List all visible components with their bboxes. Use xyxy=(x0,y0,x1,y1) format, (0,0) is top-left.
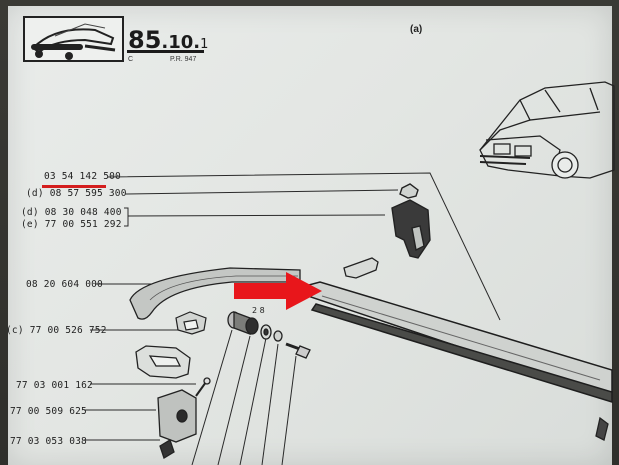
leader-line xyxy=(261,343,279,465)
part-ref: (d) xyxy=(26,188,44,199)
part-ref: (e) xyxy=(21,219,39,230)
leader-bracket xyxy=(124,207,129,227)
lower-bracket xyxy=(157,377,609,459)
part-number: (d) 08 30 048 400 xyxy=(21,207,122,218)
part-number: 77 03 001 162 xyxy=(16,380,93,391)
part-number: (c) 77 00 526 752 xyxy=(6,325,107,336)
overrider-clip xyxy=(391,183,431,259)
pr-code: P.R. 947 xyxy=(170,56,197,63)
catalog-page xyxy=(8,6,612,465)
page-number-rule xyxy=(127,50,204,53)
part-number-text: 77 03 053 038 xyxy=(10,436,87,447)
leader-line xyxy=(191,329,233,465)
red-pointer-arrow xyxy=(234,272,322,310)
spacer-clip xyxy=(175,311,207,335)
part-number: 77 00 509 625 xyxy=(10,406,87,417)
dimension-label: 2 8 xyxy=(252,306,265,315)
part-number: (e) 77 00 551 292 xyxy=(21,219,122,230)
car-outline-drawing xyxy=(479,81,615,179)
page-sub: .10. xyxy=(161,32,201,53)
page-main: 85 xyxy=(128,26,162,54)
part-ref: (c) xyxy=(6,325,24,336)
part-number-text: 77 03 001 162 xyxy=(16,380,93,391)
figure-label: (a) xyxy=(410,24,423,35)
washer-stack xyxy=(227,311,311,359)
page-letter: C xyxy=(128,56,134,63)
page-number: 85.10.1 xyxy=(128,26,208,54)
part-number: (d) 08 57 595 300 xyxy=(26,188,127,199)
leader-line xyxy=(239,337,267,465)
leader-line xyxy=(217,335,251,465)
bumper-bar xyxy=(287,281,613,404)
part-number: 08 20 604 000 xyxy=(26,279,103,290)
bumper-strip xyxy=(129,267,301,320)
part-number-text: 03 54 142 500 xyxy=(44,171,121,182)
part-number-highlighted: 03 54 142 500 xyxy=(44,171,121,182)
part-number-text: 08 57 595 300 xyxy=(49,188,127,199)
leader-line xyxy=(124,189,399,195)
highlight-underline xyxy=(42,185,106,188)
leader-line xyxy=(281,355,297,465)
leader-line xyxy=(107,172,501,321)
part-number-text: 77 00 526 752 xyxy=(29,325,107,336)
part-ref: (d) xyxy=(21,207,39,218)
mounting-bracket xyxy=(343,257,379,279)
part-number-text: 77 00 551 292 xyxy=(44,219,122,230)
leader-line xyxy=(127,214,386,217)
part-number-text: 08 30 048 400 xyxy=(44,207,122,218)
part-number-text: 08 20 604 000 xyxy=(26,279,103,290)
clamp xyxy=(135,345,191,379)
bumper-thumbnail-icon xyxy=(23,16,124,62)
page-minor: 1 xyxy=(200,37,209,52)
part-number: 77 03 053 038 xyxy=(10,436,87,447)
part-number-text: 77 00 509 625 xyxy=(10,406,87,417)
